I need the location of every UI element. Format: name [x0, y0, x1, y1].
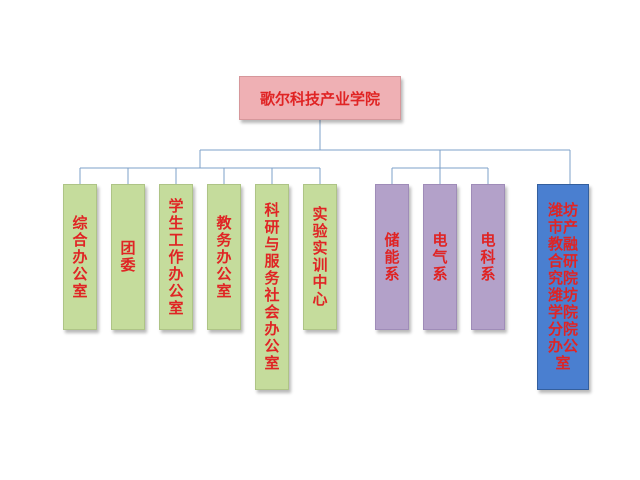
unit-label: 储能系	[384, 230, 400, 283]
unit-label: 学生工作办公室	[168, 196, 184, 317]
dept-electronic-science: 电科系	[471, 184, 505, 330]
unit-lab-training-center: 实验实训中心	[303, 184, 337, 330]
unit-label: 潍坊市产教融合研究院潍坊学院分院办公室	[547, 201, 578, 372]
unit-label: 电气系	[432, 230, 448, 283]
dept-electrical: 电气系	[423, 184, 457, 330]
root-node: 歌尔科技产业学院	[239, 76, 401, 120]
unit-label: 电科系	[480, 230, 496, 283]
unit-academic-affairs-office: 教务办公室	[207, 184, 241, 330]
root-label: 歌尔科技产业学院	[259, 89, 380, 108]
dept-energy-storage: 储能系	[375, 184, 409, 330]
unit-label: 综合办公室	[72, 213, 88, 300]
unit-label: 实验实训中心	[312, 205, 328, 308]
unit-label: 团委	[120, 239, 136, 274]
unit-youth-league: 团委	[111, 184, 145, 330]
unit-student-affairs-office: 学生工作办公室	[159, 184, 193, 330]
unit-label: 教务办公室	[216, 213, 232, 300]
unit-research-service-office: 科研与服务社会办公室	[255, 184, 289, 390]
unit-weifang-research-institute-office: 潍坊市产教融合研究院潍坊学院分院办公室	[537, 184, 589, 390]
unit-general-office: 综合办公室	[63, 184, 97, 330]
unit-label: 科研与服务社会办公室	[264, 201, 280, 372]
